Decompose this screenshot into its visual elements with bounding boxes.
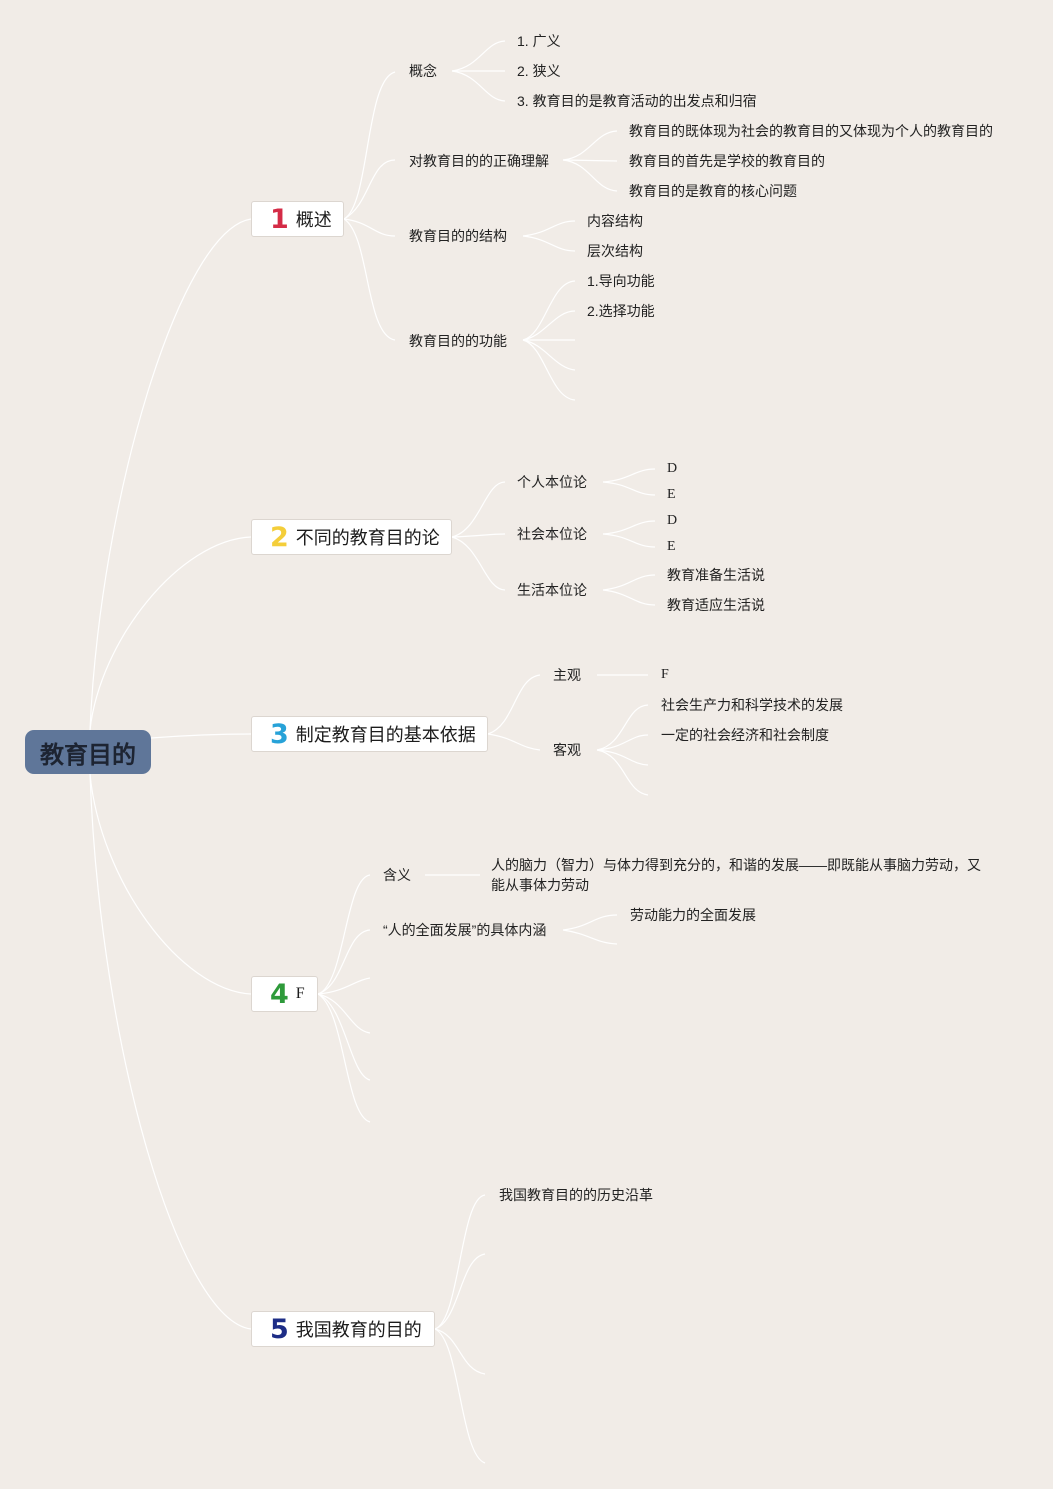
topic-number: 4 [270,978,289,1010]
node-understanding-item[interactable]: 教育目的是教育的核心问题 [629,183,797,199]
node-objective-item[interactable]: 一定的社会经济和社会制度 [661,727,829,743]
topic-label: 我国教育的目的 [295,1320,422,1340]
node-social[interactable]: 社会本位论 [517,526,587,542]
node-concept-item[interactable]: 1. 广义 [517,33,561,49]
node-function[interactable]: 教育目的的功能 [409,333,507,349]
node-concept[interactable]: 概念 [409,63,437,79]
node-social-item[interactable]: E [667,539,676,554]
node-concept-item[interactable]: 2. 狭义 [517,63,561,79]
node-content-item[interactable]: 劳动能力的全面发展 [630,907,756,923]
node-subjective[interactable]: 主观 [553,667,581,683]
node-structure-item[interactable]: 内容结构 [587,213,643,229]
node-individual-item[interactable]: D [667,461,678,476]
node-individual-item[interactable]: E [667,487,676,502]
node-meaning[interactable]: 含义 [383,867,411,883]
topic-label: 制定教育目的基本依据 [295,725,476,745]
topic-theories[interactable]: 2 不同的教育目的论 [251,519,452,555]
node-understanding[interactable]: 对教育目的的正确理解 [409,153,549,169]
topic-number: 2 [270,521,289,553]
node-subjective-item[interactable]: F [661,667,669,682]
node-understanding-item[interactable]: 教育目的首先是学校的教育目的 [629,153,825,169]
topic-number: 5 [270,1313,289,1345]
node-social-item[interactable]: D [667,513,678,528]
topic-label: 概述 [295,210,332,230]
node-history[interactable]: 我国教育目的的历史沿革 [499,1187,653,1203]
node-content[interactable]: “人的全面发展”的具体内涵 [383,922,547,938]
node-meaning-text[interactable]: 人的脑力（智力）与体力得到充分的，和谐的发展——即既能从事脑力劳动，又能从事体力… [491,857,981,893]
node-individual[interactable]: 个人本位论 [517,474,587,490]
node-understanding-item[interactable]: 教育目的既体现为社会的教育目的又体现为个人的教育目的 [629,123,993,139]
node-life-item[interactable]: 教育适应生活说 [667,597,765,613]
node-concept-item[interactable]: 3. 教育目的是教育活动的出发点和归宿 [517,93,757,109]
node-structure-item[interactable]: 层次结构 [587,243,643,259]
root-topic[interactable]: 教育目的 [25,730,151,774]
node-objective-item[interactable]: 社会生产力和科学技术的发展 [661,697,843,713]
node-function-item[interactable]: 2.选择功能 [587,303,655,319]
topic-overview[interactable]: 1 概述 [251,201,344,237]
topic-china[interactable]: 5 我国教育的目的 [251,1311,435,1347]
node-function-item[interactable]: 1.导向功能 [587,273,655,289]
topic-number: 3 [270,718,289,750]
node-objective[interactable]: 客观 [553,742,581,758]
node-life-item[interactable]: 教育准备生活说 [667,567,765,583]
node-structure[interactable]: 教育目的的结构 [409,228,507,244]
topic-number: 1 [270,203,289,235]
topic-label: F [295,985,305,1002]
topic-label: 不同的教育目的论 [295,528,440,548]
topic-basis[interactable]: 3 制定教育目的基本依据 [251,716,488,752]
topic-f[interactable]: 4 F [251,976,318,1012]
node-life[interactable]: 生活本位论 [517,582,587,598]
